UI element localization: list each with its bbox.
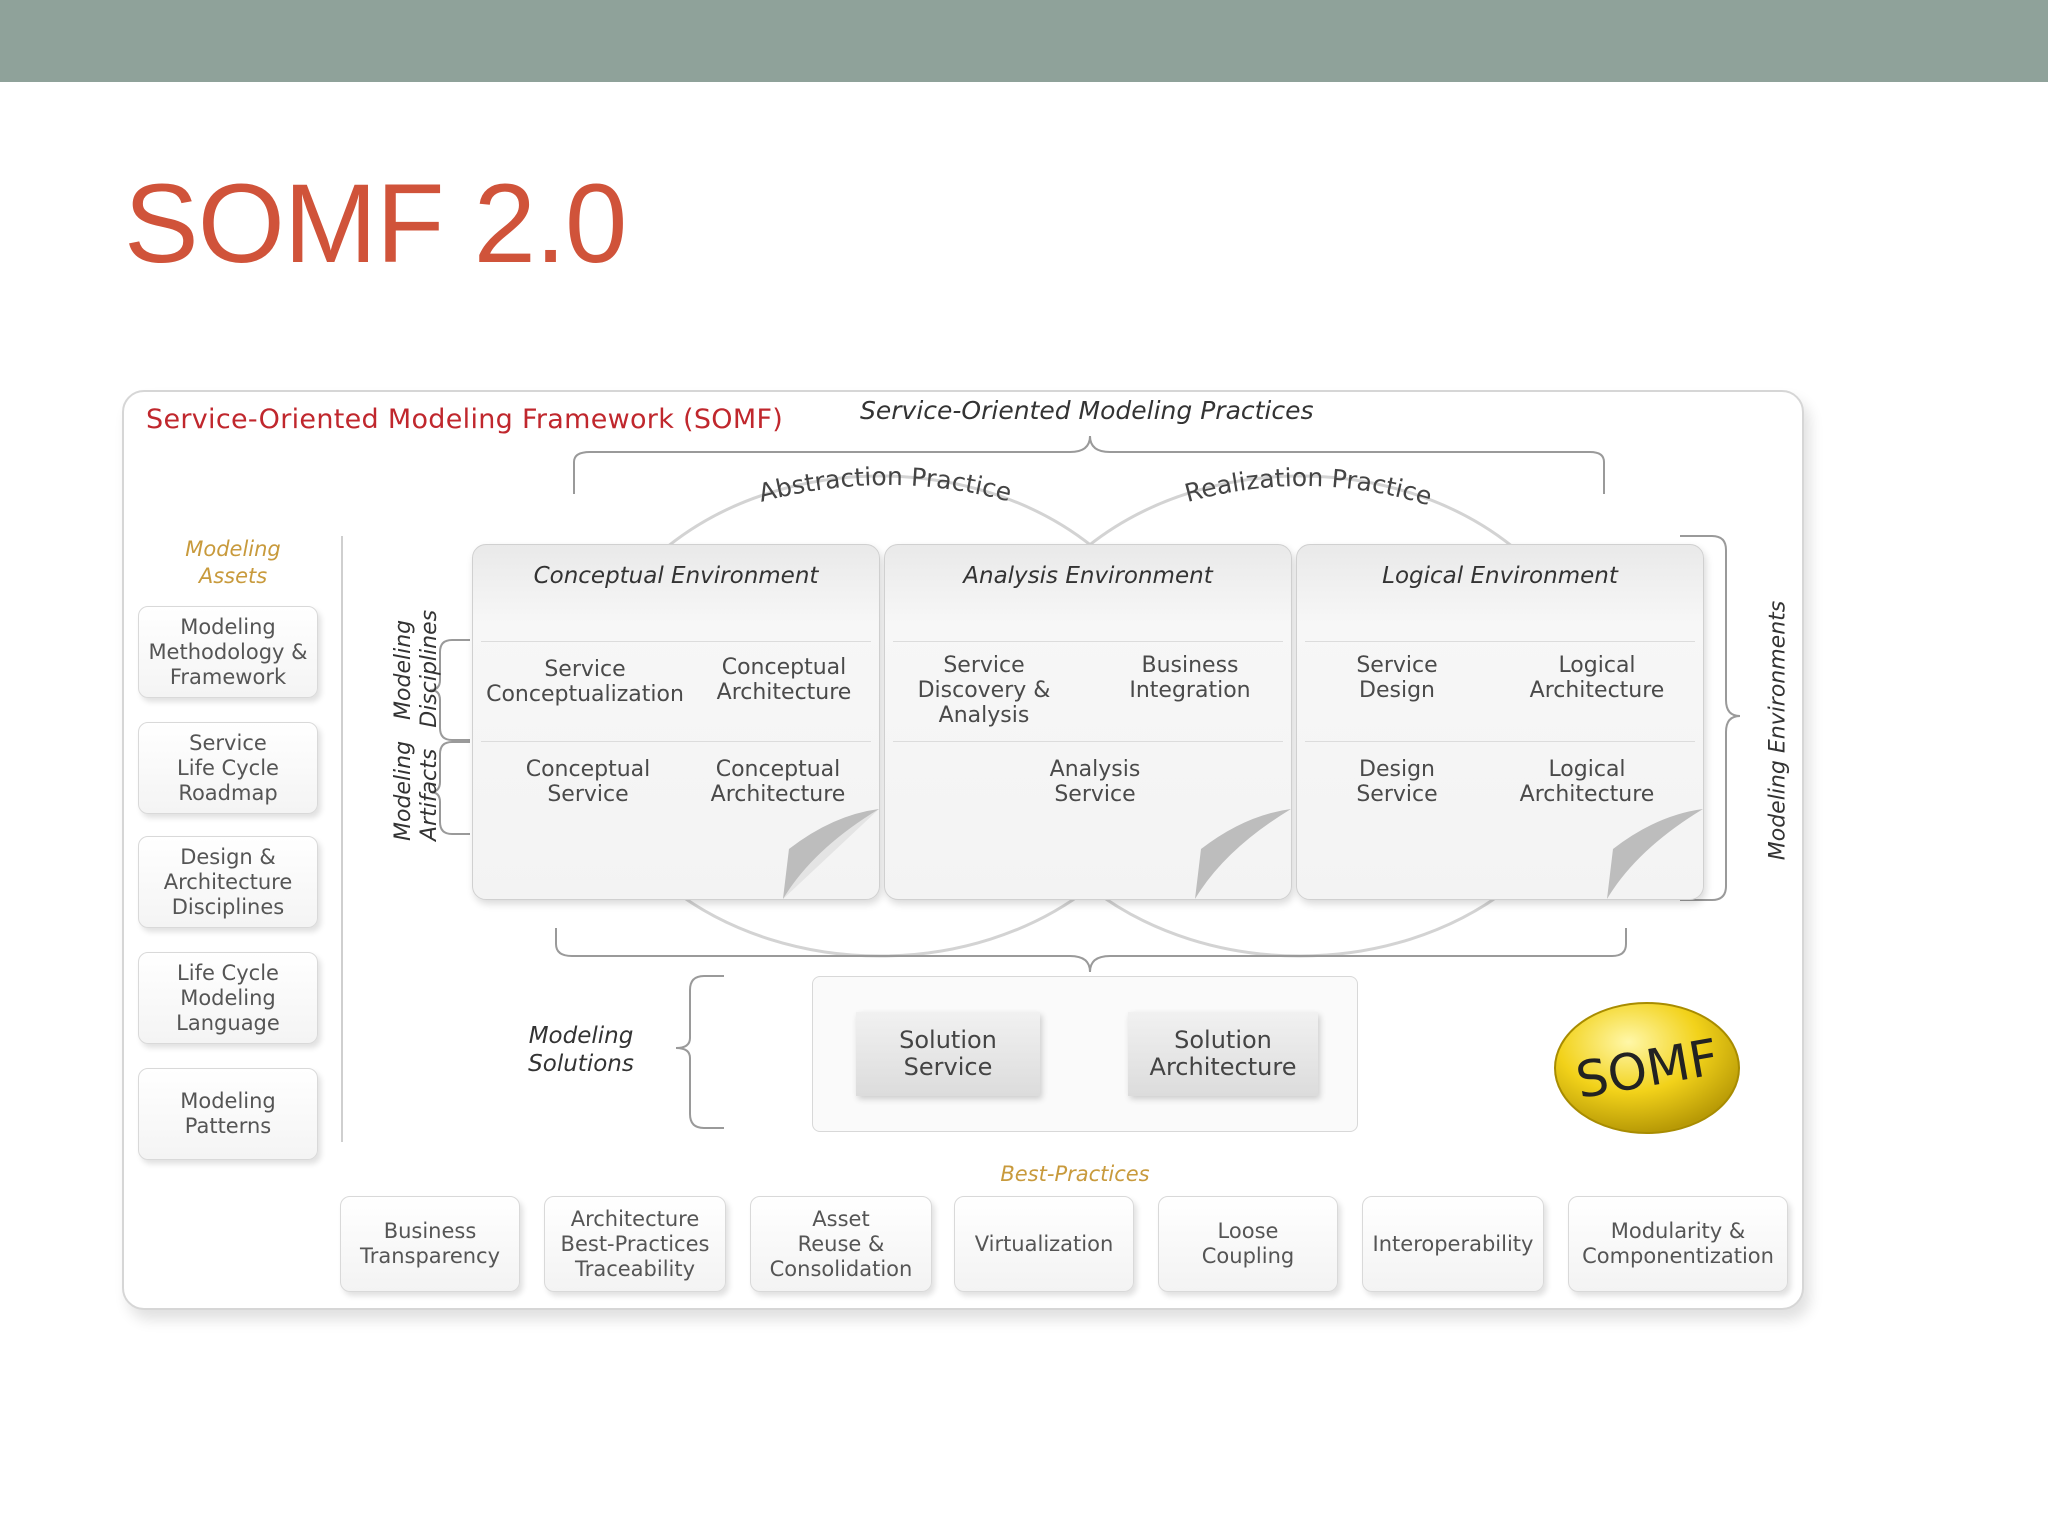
artifacts-disciplines-label: Modeling Modeling Artifacts Disciplines — [391, 609, 442, 841]
modeling-solutions-label: Modeling Solutions — [528, 1023, 634, 1077]
environments-right-brace — [1680, 535, 1741, 901]
disciplines-brace — [429, 639, 470, 741]
asset-disciplines: Design & Architecture Disciplines — [138, 836, 318, 928]
logical-environment-panel: Logical Environment Service Design Logic… — [1296, 544, 1704, 900]
asset-methodology: Modeling Methodology & Framework — [138, 606, 318, 698]
discipline-cell: Service Design — [1356, 653, 1438, 703]
slide-title: SOMF 2.0 — [124, 161, 627, 286]
env-title: Analysis Environment — [963, 563, 1213, 589]
asset-roadmap: Service Life Cycle Roadmap — [138, 722, 318, 814]
framework-title: Service-Oriented Modeling Framework (SOM… — [146, 404, 784, 435]
artifact-cell: Conceptual Architecture — [710, 757, 846, 807]
modeling-environments-label: Modeling Environments — [1765, 600, 1791, 861]
artifact-cell: Conceptual Service — [525, 757, 651, 807]
modeling-assets-title: Modeling Assets — [185, 537, 281, 588]
page-curl-icon — [783, 809, 879, 899]
artifact-cell: Analysis Service — [1049, 757, 1141, 807]
abstraction-practice-label: Abstraction Practice — [756, 462, 1015, 508]
practices-brace — [573, 435, 1605, 494]
best-practice-item: Business Transparency — [340, 1196, 520, 1292]
solutions-brace — [675, 975, 724, 1129]
top-banner — [0, 0, 2048, 82]
realization-practice-label: Realization Practice — [1182, 463, 1436, 511]
page-curl-icon — [1607, 809, 1703, 899]
best-practice-item: Loose Coupling — [1158, 1196, 1338, 1292]
best-practice-item: Asset Reuse & Consolidation — [750, 1196, 932, 1292]
artifact-cell: Logical Architecture — [1519, 757, 1655, 807]
env-title: Conceptual Environment — [533, 563, 819, 589]
env-title: Logical Environment — [1382, 563, 1618, 589]
best-practices-title: Best-Practices — [1000, 1162, 1150, 1186]
best-practice-item: Interoperability — [1362, 1196, 1544, 1292]
solution-service-box: Solution Service — [856, 1012, 1040, 1096]
discipline-cell: Logical Architecture — [1529, 653, 1665, 703]
analysis-environment-panel: Analysis Environment Service Discovery &… — [884, 544, 1292, 900]
artifact-cell: Design Service — [1356, 757, 1438, 807]
asset-language: Life Cycle Modeling Language — [138, 952, 318, 1044]
conceptual-environment-panel: Conceptual Environment Service Conceptua… — [472, 544, 880, 900]
discipline-cell: Conceptual Architecture — [716, 655, 852, 705]
best-practice-item: Modularity & Componentization — [1568, 1196, 1788, 1292]
artifacts-brace — [429, 741, 470, 835]
discipline-cell: Service Discovery & Analysis — [917, 653, 1051, 728]
environments-bottom-brace — [555, 928, 1627, 973]
best-practice-item: Architecture Best-Practices Traceability — [544, 1196, 726, 1292]
solution-architecture-box: Solution Architecture — [1128, 1012, 1318, 1096]
discipline-cell: Business Integration — [1129, 653, 1251, 703]
somf-logo: SOMF — [1554, 1002, 1740, 1134]
discipline-cell: Service Conceptualization — [486, 657, 684, 707]
page-curl-icon — [1195, 809, 1291, 899]
asset-patterns: Modeling Patterns — [138, 1068, 318, 1160]
best-practice-item: Virtualization — [954, 1196, 1134, 1292]
practices-title: Service-Oriented Modeling Practices — [860, 396, 1314, 425]
